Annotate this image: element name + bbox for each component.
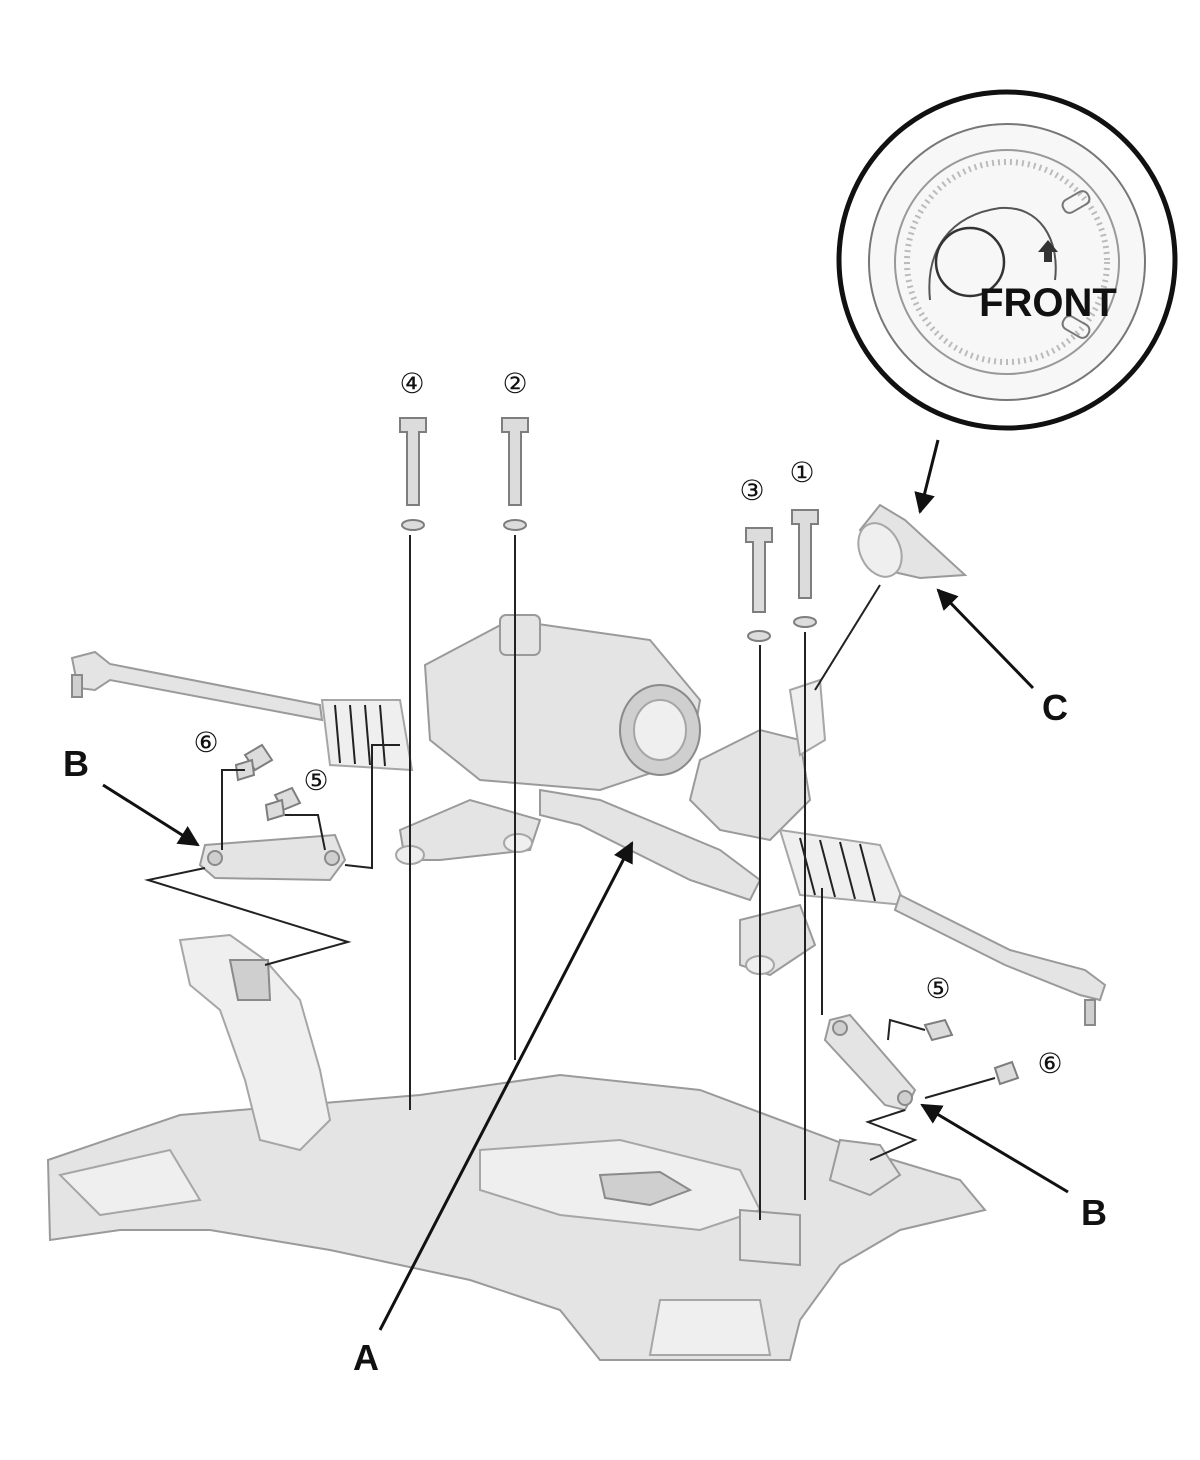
bolt-6-left (221, 743, 274, 850)
inset-front-label: FRONT (979, 281, 1117, 325)
callout-b-right: B (1081, 1192, 1107, 1233)
dust-seal (814, 503, 968, 691)
sequence-number-6-right: ⑥ (1037, 1047, 1062, 1080)
sequence-number-5-left: ⑤ (303, 764, 328, 797)
subframe (46, 933, 987, 1361)
leader-a (378, 841, 634, 1331)
sequence-number-3: ③ (739, 474, 764, 507)
mounting-bolts (144, 417, 1020, 1220)
callout-c: C (1042, 687, 1068, 728)
steering-gearbox-assembly (70, 614, 1107, 1026)
callout-a: A (353, 1337, 379, 1378)
sequence-number-6-left: ⑥ (193, 726, 218, 759)
front-orientation-inset: FRONT (836, 89, 1178, 515)
guide-right-stiffener (864, 1109, 918, 1161)
leader-lines (102, 588, 1069, 1331)
front-arrow-icon (1038, 240, 1058, 262)
stiffener-plate-left (198, 833, 347, 882)
bolt-6-right (821, 888, 1020, 1099)
bolt-2 (501, 417, 529, 1060)
sequence-number-5-right: ⑤ (925, 972, 950, 1005)
callout-labels: A B B C (63, 687, 1107, 1378)
bolt-5-left (264, 744, 400, 870)
bolt-4 (399, 417, 427, 1110)
stiffener-plate-right (823, 1013, 917, 1112)
bolt-3 (745, 527, 773, 1220)
leader-b-left (102, 783, 200, 847)
leader-c (936, 588, 1035, 690)
leader-b-right (920, 1103, 1069, 1194)
sequence-number-2: ② (502, 367, 527, 400)
sequence-number-1: ① (789, 456, 814, 489)
sequence-number-4: ④ (399, 367, 424, 400)
bolt-1 (791, 509, 819, 1200)
guide-left-stiffener (144, 867, 352, 966)
tightening-sequence-numbers: ④ ② ③ ① ⑥ ⑤ ⑤ ⑥ (193, 367, 1062, 1080)
callout-b-left: B (63, 743, 89, 784)
bolt-5-right (887, 1018, 954, 1042)
